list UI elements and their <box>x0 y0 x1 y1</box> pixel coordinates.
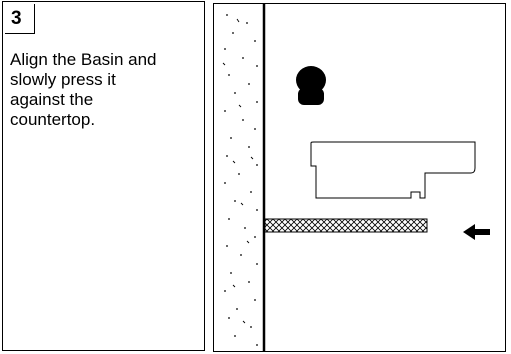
countertop-hatched-icon <box>264 218 428 233</box>
step-panel: 3 Align the Basin and slowly press it ag… <box>2 1 205 351</box>
wall-section-icon <box>222 3 266 352</box>
arrow-left-icon <box>463 224 490 240</box>
step-instruction: Align the Basin and slowly press it agai… <box>10 50 157 129</box>
person-head-icon <box>296 66 326 105</box>
step-number: 3 <box>5 4 35 34</box>
installation-illustration <box>213 3 506 353</box>
basin-icon <box>310 141 476 199</box>
illustration-canvas <box>213 3 506 352</box>
illustration-frame <box>213 3 506 352</box>
